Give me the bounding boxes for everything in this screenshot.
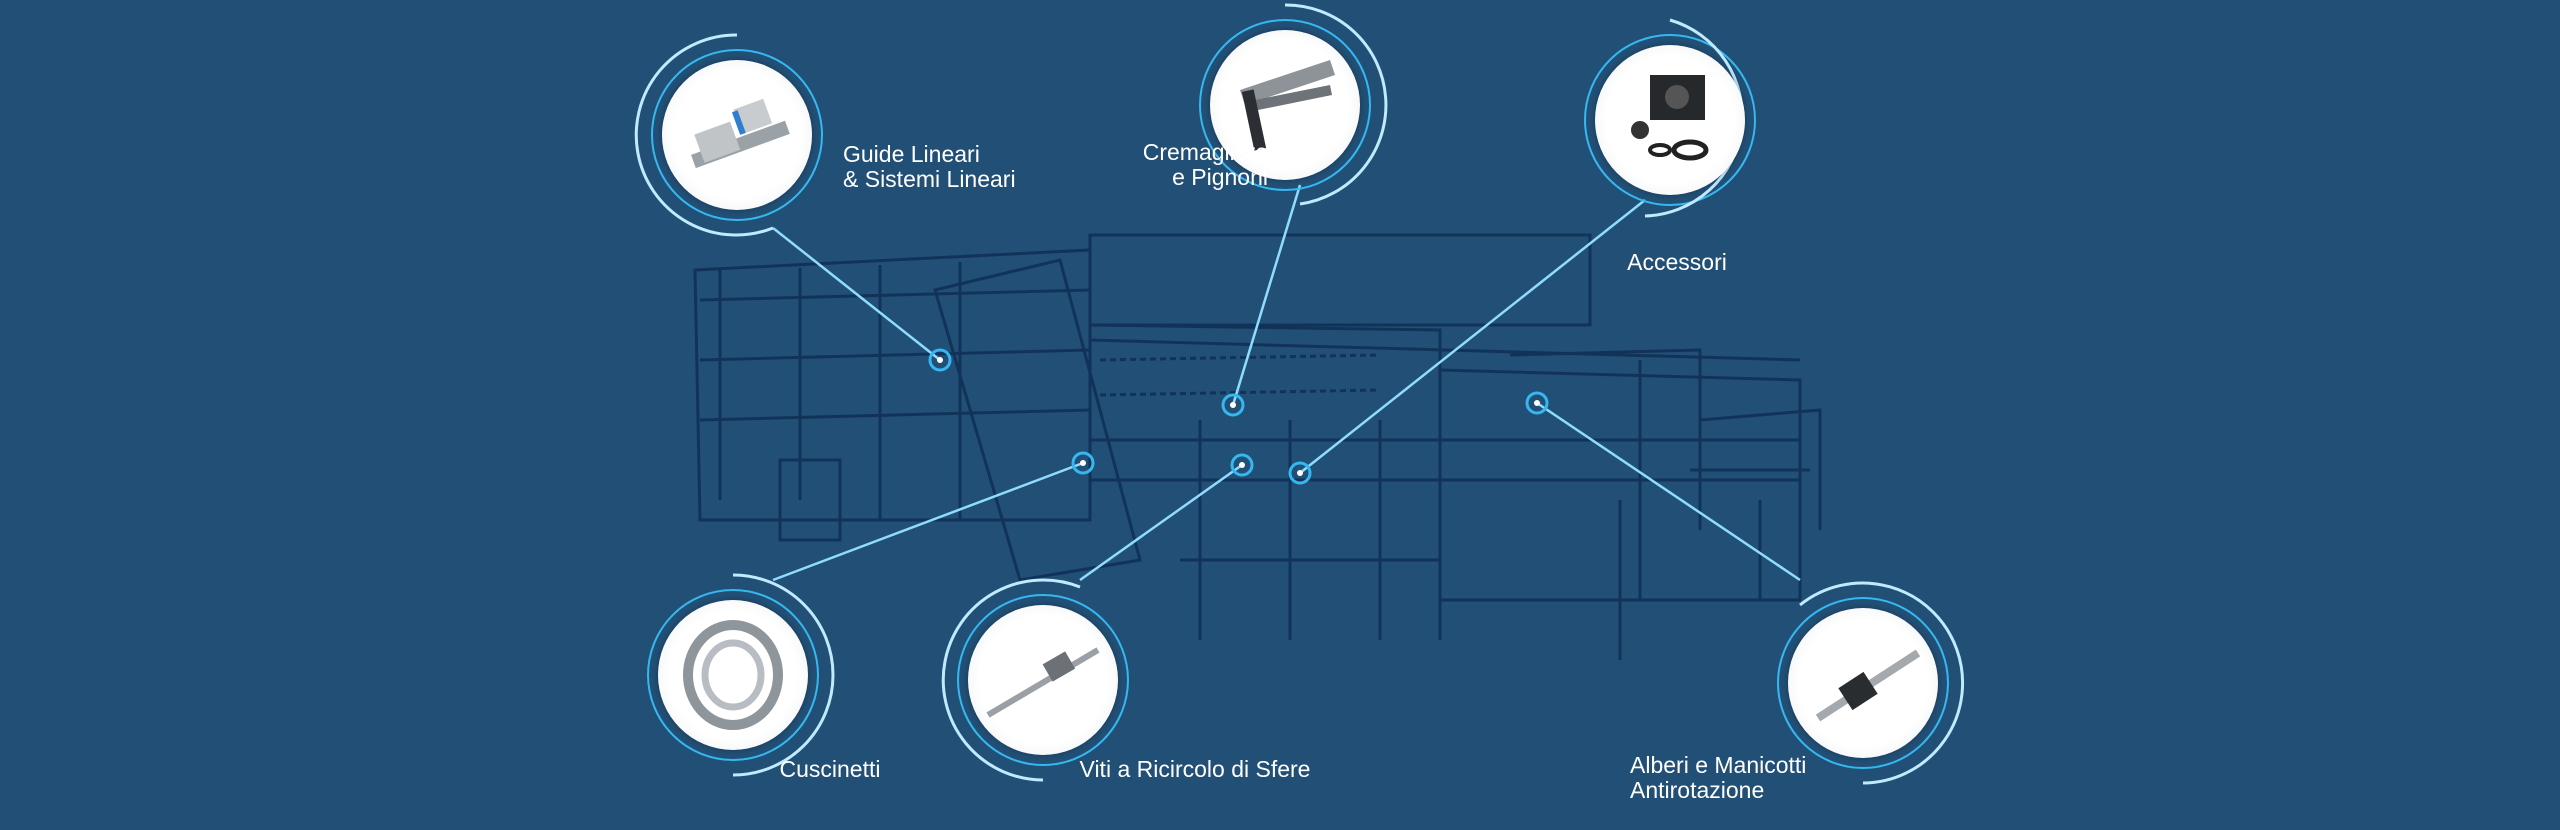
label-line: Guide Lineari [843,141,980,167]
label-accessori[interactable]: Accessori [1577,250,1777,275]
product-thumb-linear-guide[interactable] [662,60,812,210]
hotspot-guide[interactable] [928,348,952,372]
product-thumb-accessori[interactable] [1595,45,1745,195]
product-thumb-bearing[interactable] [658,600,808,750]
machine-sketch [693,233,1822,660]
product-rings [634,3,1965,785]
ball-bearing-icon [683,620,783,730]
hotspot-shaft[interactable] [1525,391,1549,415]
hotspot-ballscrew[interactable] [1230,453,1254,477]
connector-lines [772,184,1801,582]
label-line: Antirotazione [1630,777,1765,803]
hotspot-bearing[interactable] [1071,451,1095,475]
hotspots [928,348,1549,485]
hotspot-rack[interactable] [1221,393,1245,417]
label-line: Alberi e Manicotti [1630,752,1807,778]
label-line: e Pignoni [1172,164,1268,190]
ball-screw-icon [986,647,1100,718]
product-thumb-ballscrew[interactable] [968,605,1118,755]
rack-pinion-icon [1240,60,1335,151]
label-line: Cuscinetti [779,756,881,782]
label-line: Accessori [1627,249,1727,275]
product-thumb-rack[interactable] [1210,30,1360,180]
bearing-block-icon [1631,75,1709,161]
linear-guide-icon [691,98,790,169]
label-line: & Sistemi Lineari [843,166,1016,192]
label-ball-screws[interactable]: Viti a Ricircolo di Sfere [1045,757,1345,782]
hotspot-accessori[interactable] [1288,461,1312,485]
product-thumb-shaft[interactable] [1788,608,1938,758]
spline-shaft-icon [1815,649,1921,722]
label-line: Viti a Ricircolo di Sfere [1079,756,1311,782]
label-bearings[interactable]: Cuscinetti [730,757,930,782]
label-line: Cremagliere [1142,139,1268,165]
label-linear-guides[interactable]: Guide Lineari& Sistemi Lineari [843,142,1016,192]
